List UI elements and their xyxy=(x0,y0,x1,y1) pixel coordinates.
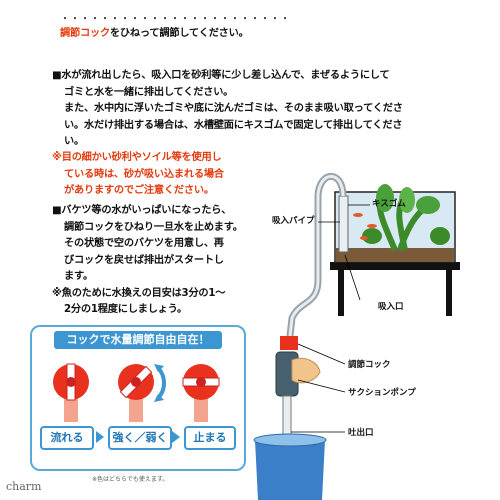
plant-leaf xyxy=(399,187,415,213)
p1-line-1: ■水が流れ出したら、吸入口を砂利等に少し差し込んで、まぜるようにして xyxy=(52,70,390,81)
valve-half xyxy=(118,364,166,422)
plant-leaf xyxy=(430,227,450,245)
valve-closed xyxy=(182,364,220,422)
p2-line-5: ます。 xyxy=(64,271,93,282)
p2-line-3: その状態で空のバケツを用意し、再 xyxy=(64,238,224,249)
plant-leaf xyxy=(416,196,440,214)
hand xyxy=(291,357,321,384)
p3-line-2: 2分の1程度にしましょう。 xyxy=(64,304,188,315)
tank-stand-top xyxy=(330,262,460,270)
cropped-text-line: ・・・・・・・・・・・・・・・・・・・・・・・ xyxy=(60,16,290,22)
bucket xyxy=(255,440,325,500)
p3-line-1: ※魚のために水換えの目安は3分の1〜 xyxy=(52,287,226,299)
valve-panel-note: ※色はどちらでも使えます。 xyxy=(92,476,169,483)
label-kiss-gum: キスゴム xyxy=(372,199,406,209)
label-valve: 調節コック xyxy=(348,360,391,370)
hose-highlight xyxy=(287,175,345,346)
leader-pump xyxy=(297,379,346,393)
warn-line-1: ※目の細かい砂利やソイル等を使用し xyxy=(52,152,222,163)
valve-panel-title: コックで水量調節自由自在！ xyxy=(54,331,222,349)
intake-pipe xyxy=(338,195,349,253)
instruction-top: 調節コックをひねって調節してください。 xyxy=(60,26,490,43)
watermark-logo: charm xyxy=(6,480,42,493)
warning-note: ※目の細かい砂利やソイル等を使用し ている時は、砂が吸い込まれる場合 があります… xyxy=(52,150,312,200)
label-outlet: 吐出口 xyxy=(348,428,374,438)
p2-line-1: ■バケツ等の水がいっぱいになったら、 xyxy=(52,205,232,216)
bucket-water xyxy=(253,433,327,447)
valve-illustrations xyxy=(53,363,220,422)
instruction-paragraph-1: ■水が流れ出したら、吸入口を砂利等に少し差し込んで、まぜるようにして ゴミと水を… xyxy=(52,68,492,151)
valve-open xyxy=(53,363,89,422)
outlet-pipe xyxy=(282,395,292,441)
plant-leaf xyxy=(376,184,394,212)
p1-line-5: い。 xyxy=(64,136,84,147)
leader-valve xyxy=(297,343,346,365)
tank-stand-leg-right xyxy=(446,270,452,316)
p2-line-2: 調節コックをひねり一旦水を止めます。 xyxy=(64,221,243,233)
gravel xyxy=(336,248,454,262)
top-red-text: 調節コック xyxy=(60,28,110,39)
fish xyxy=(367,224,377,228)
label-pump: サクションポンプ xyxy=(348,388,416,398)
p1-line-4: い。水だけ排出する場合は、水槽壁面にキスゴムで固定して排出してくださ xyxy=(64,119,403,131)
p1-line-2: ゴミと水を一緒に排出してください。 xyxy=(64,86,234,98)
warn-line-2: ている時は、砂が吸い込まれる場合 xyxy=(64,168,224,180)
top-rest-text: をひねって調節してください。 xyxy=(109,28,249,39)
p1-line-3: また、水中内に浮いたゴミや底に沈んだゴミは、そのまま吸い取ってくださ xyxy=(64,103,403,114)
fish xyxy=(360,236,368,240)
warn-line-3: がありますのでご注意ください。 xyxy=(64,185,214,196)
instruction-paragraph-2: ■バケツ等の水がいっぱいになったら、 調節コックをひねり一旦水を止めます。 その… xyxy=(52,203,292,319)
state-strong-weak: 強く／弱く xyxy=(108,426,172,450)
arrow-right-icon xyxy=(172,431,180,443)
fish xyxy=(353,213,363,217)
arrow-right-icon xyxy=(96,431,104,443)
label-intake-pipe: 吸入パイプ xyxy=(272,216,315,226)
state-stop: 止まる xyxy=(184,426,236,450)
leader-intake xyxy=(344,254,361,301)
p2-line-4: びコックを戻せば排出がスタートし xyxy=(64,254,224,266)
valve-body xyxy=(280,336,298,350)
plant-leaf xyxy=(362,228,382,244)
state-flow: 流れる xyxy=(40,426,94,450)
label-intake: 吸入口 xyxy=(378,302,404,312)
tank-stand-leg-left xyxy=(338,270,344,316)
